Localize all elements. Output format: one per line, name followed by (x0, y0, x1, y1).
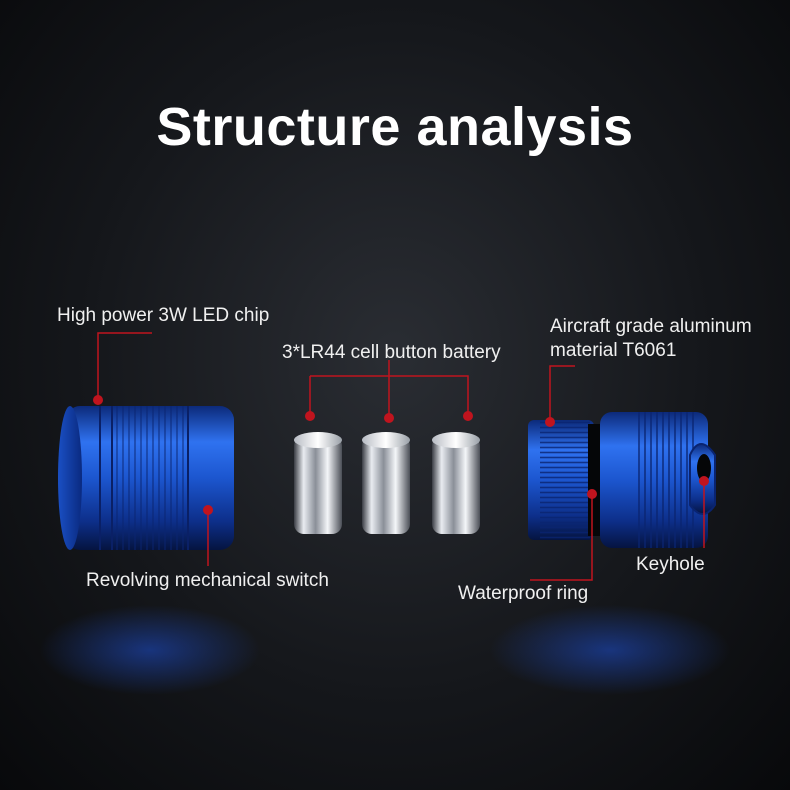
label-aluminum: Aircraft grade aluminum material T6061 (550, 316, 752, 361)
button-battery-1 (294, 432, 342, 534)
flashlight-head (58, 406, 234, 550)
label-led-chip: High power 3W LED chip (57, 305, 270, 326)
label-battery: 3*LR44 cell button battery (282, 342, 501, 363)
label-waterproof-ring: Waterproof ring (458, 583, 589, 604)
head-reflection (40, 605, 260, 695)
tail-reflection (490, 605, 730, 695)
button-battery-3 (432, 432, 480, 534)
page-title: Structure analysis (156, 97, 634, 157)
label-keyhole: Keyhole (636, 554, 705, 575)
annotation-markers (93, 395, 709, 515)
flashlight-tail (528, 412, 716, 548)
label-switch: Revolving mechanical switch (86, 570, 329, 591)
annotation-lines (97, 332, 705, 581)
button-battery-2 (362, 432, 410, 534)
